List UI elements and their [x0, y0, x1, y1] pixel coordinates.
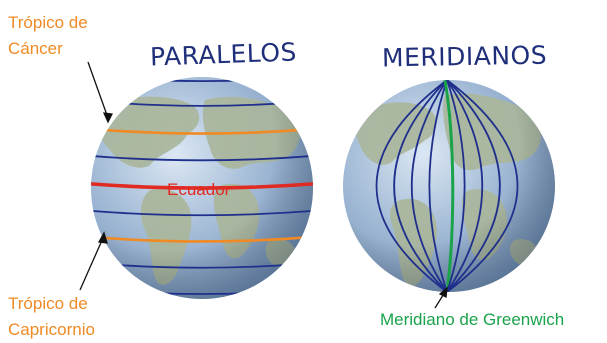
tropic-of-capricorn-line-2: Capricornio [8, 320, 95, 339]
meridian-line [446, 80, 466, 292]
parallel-line [91, 154, 313, 162]
meridian-line [393, 80, 448, 292]
greenwich-meridian-label: Meridiano de Greenwich [380, 310, 565, 329]
meridian-line [446, 80, 519, 292]
parallels-title: PARALELOS [149, 37, 298, 72]
meridian-line [428, 80, 448, 292]
equator-line [91, 181, 313, 190]
meridians-title: MERIDIANOS [381, 40, 548, 73]
tropic-of-cancer-line-2: Cáncer [8, 39, 63, 58]
tropic-of-capricorn-line-1: Trópico de [8, 294, 88, 313]
meridian-line [410, 80, 448, 292]
parallel-line [91, 209, 313, 217]
meridian-lines [375, 80, 519, 292]
meridian-line [375, 80, 448, 292]
meridian-line [446, 80, 501, 292]
tropic-line [91, 126, 313, 135]
greenwich-meridian-line [443, 80, 455, 292]
tropic-of-capricorn-label: Trópico de Capricornio [8, 291, 95, 343]
tropic-of-cancer-line-1: Trópico de [8, 13, 88, 32]
label-pointers [79, 61, 448, 309]
meridian-line [446, 80, 484, 292]
meridians-globe [343, 80, 555, 292]
tropic-line [91, 234, 313, 243]
equator-label: Ecuador [167, 180, 231, 199]
tropic-of-cancer-label: Trópico de Cáncer [8, 10, 88, 62]
